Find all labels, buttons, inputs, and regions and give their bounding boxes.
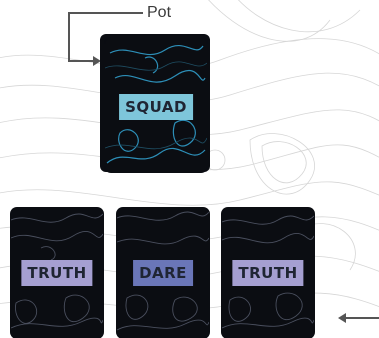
card-label: SQUAD [119, 94, 193, 120]
hand-card-3[interactable]: TRUTH [222, 208, 314, 338]
card-texture [117, 211, 209, 331]
card-label: TRUTH [232, 260, 304, 286]
hand-card-1[interactable]: TRUTH [11, 208, 103, 338]
card-label: TRUTH [21, 260, 93, 286]
hand-card-2[interactable]: DARE [117, 208, 209, 338]
pot-label: Pot [147, 4, 172, 21]
card-label: DARE [133, 260, 193, 286]
pot-card[interactable]: SQUAD [105, 38, 207, 172]
card-texture [11, 213, 103, 329]
card-texture [222, 215, 314, 329]
card-texture [105, 44, 207, 164]
